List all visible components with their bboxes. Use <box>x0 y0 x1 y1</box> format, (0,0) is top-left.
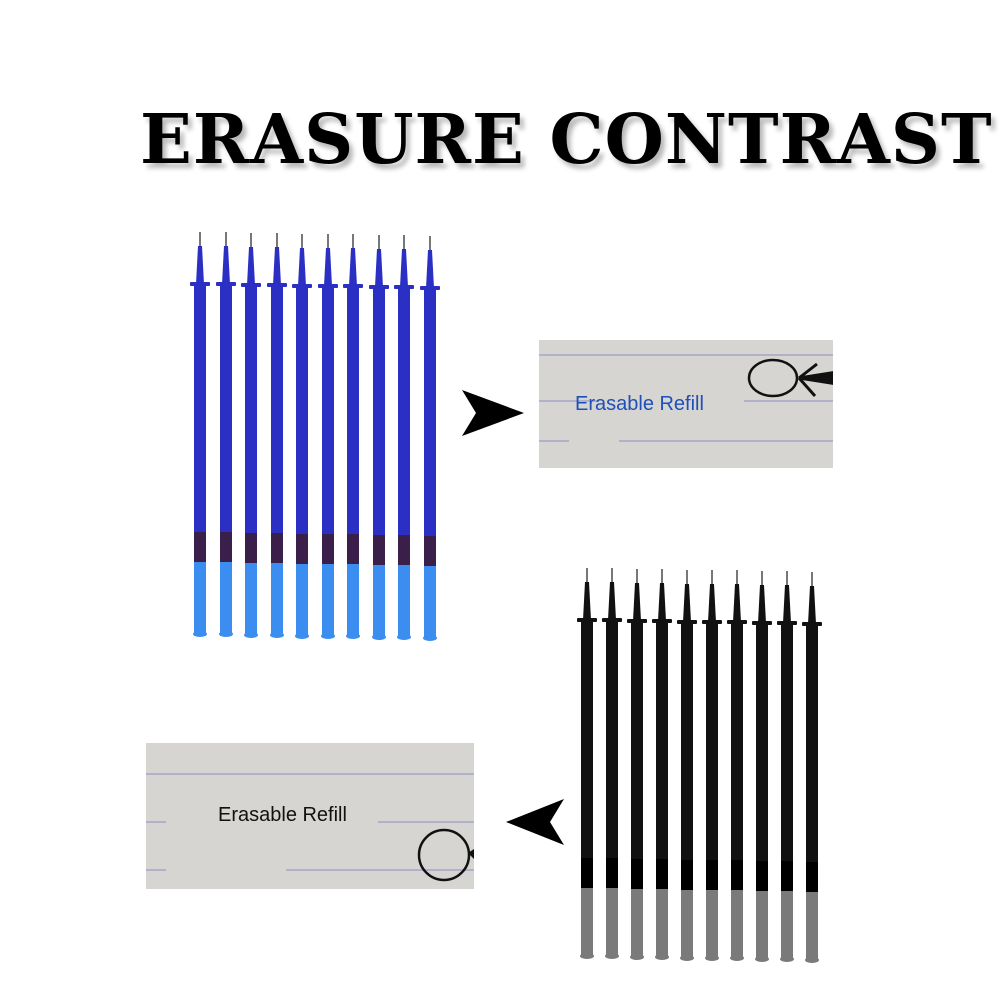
refill-icon <box>727 570 747 962</box>
refill-icon <box>241 232 261 638</box>
refill-icon <box>577 568 597 959</box>
black-erasure-sample: Erasable Refill <box>146 743 474 889</box>
refill-icon <box>190 232 210 637</box>
refill-icon <box>394 235 414 641</box>
refill-icon <box>317 234 338 639</box>
blue-sample-text: Erasable Refill <box>575 393 704 415</box>
refill-icon <box>292 233 312 639</box>
refill-icon <box>702 570 722 961</box>
black-refills-image <box>575 568 825 968</box>
circle-marker-icon <box>417 828 474 882</box>
refill-icon <box>677 569 697 961</box>
arrow-left-icon <box>506 799 564 845</box>
refill-icon <box>627 568 647 960</box>
refill-icon <box>752 570 772 962</box>
blue-refills-image <box>188 232 448 642</box>
refill-icon <box>266 233 287 639</box>
blue-erasure-sample: Erasable Refill <box>539 340 833 468</box>
refill-icon <box>602 568 622 960</box>
refill-icon <box>215 232 236 638</box>
refill-icon <box>419 235 440 641</box>
arrow-right-icon <box>462 390 524 436</box>
refill-icon <box>652 569 672 961</box>
refill-icon <box>777 571 797 963</box>
refill-icon <box>802 571 822 963</box>
circle-marker-icon <box>747 358 833 398</box>
page-title: ERASURE CONTRAST <box>140 100 993 180</box>
refill-icon <box>368 234 389 640</box>
black-sample-text: Erasable Refill <box>218 804 347 826</box>
refill-icon <box>343 234 363 640</box>
